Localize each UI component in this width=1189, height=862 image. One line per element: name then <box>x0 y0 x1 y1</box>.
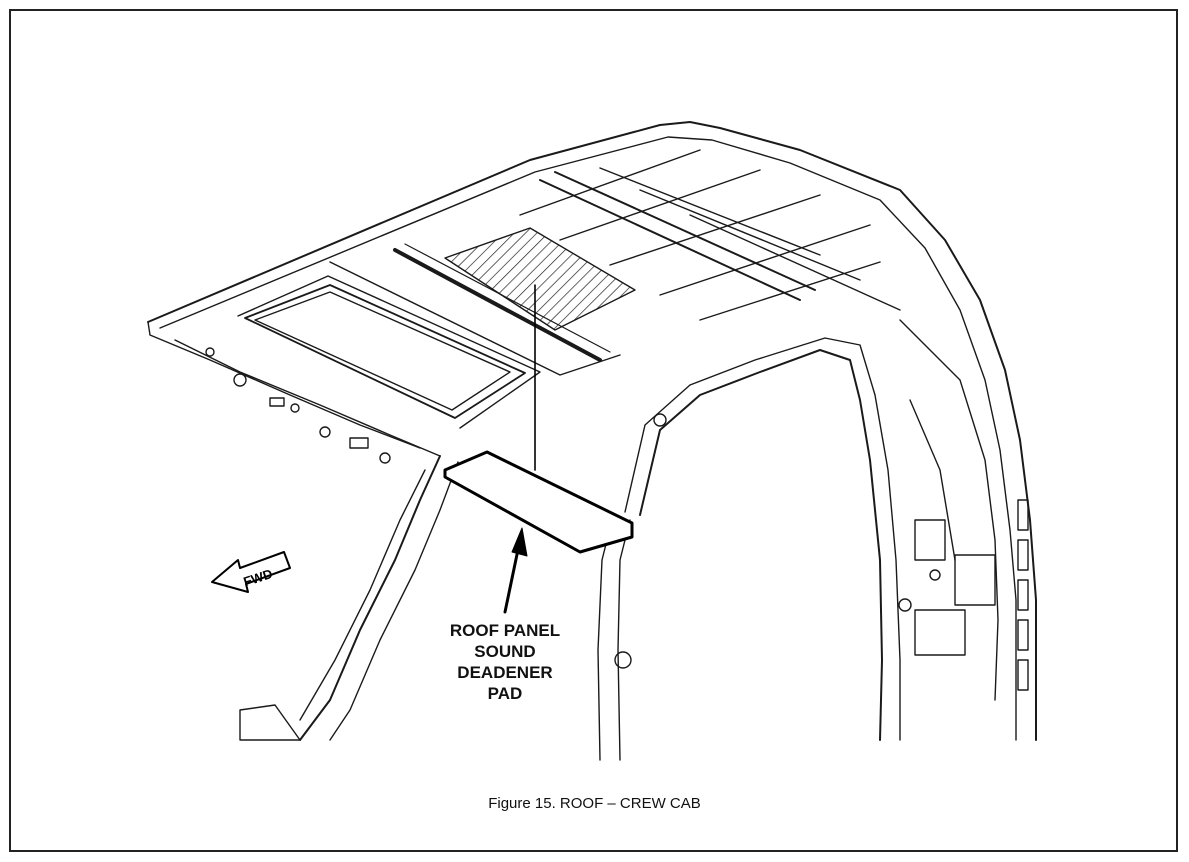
fwd-arrow-icon: FWD <box>211 551 291 593</box>
figure-frame <box>9 9 1178 852</box>
callout-line-4: PAD <box>487 684 523 703</box>
callout-line-1: ROOF PANEL <box>449 621 561 640</box>
figure-caption: Figure 15. ROOF – CREW CAB <box>488 795 701 812</box>
pad-callout-label: ROOF PANEL SOUND DEADENER PAD <box>425 620 585 704</box>
header-holes <box>205 347 391 464</box>
front-roof-opening <box>237 275 541 429</box>
body-side-details <box>614 319 1029 701</box>
door-opening <box>597 337 901 761</box>
callout-line-3: DEADENER <box>457 663 553 682</box>
a-pillar <box>239 455 459 741</box>
roof-bows <box>329 149 901 376</box>
roof-outline <box>147 121 1037 741</box>
callout-arrow <box>503 527 528 614</box>
sunroof-hatch <box>444 227 636 331</box>
sound-deadener-pad <box>443 450 634 554</box>
callout-line-2: SOUND <box>474 642 536 661</box>
